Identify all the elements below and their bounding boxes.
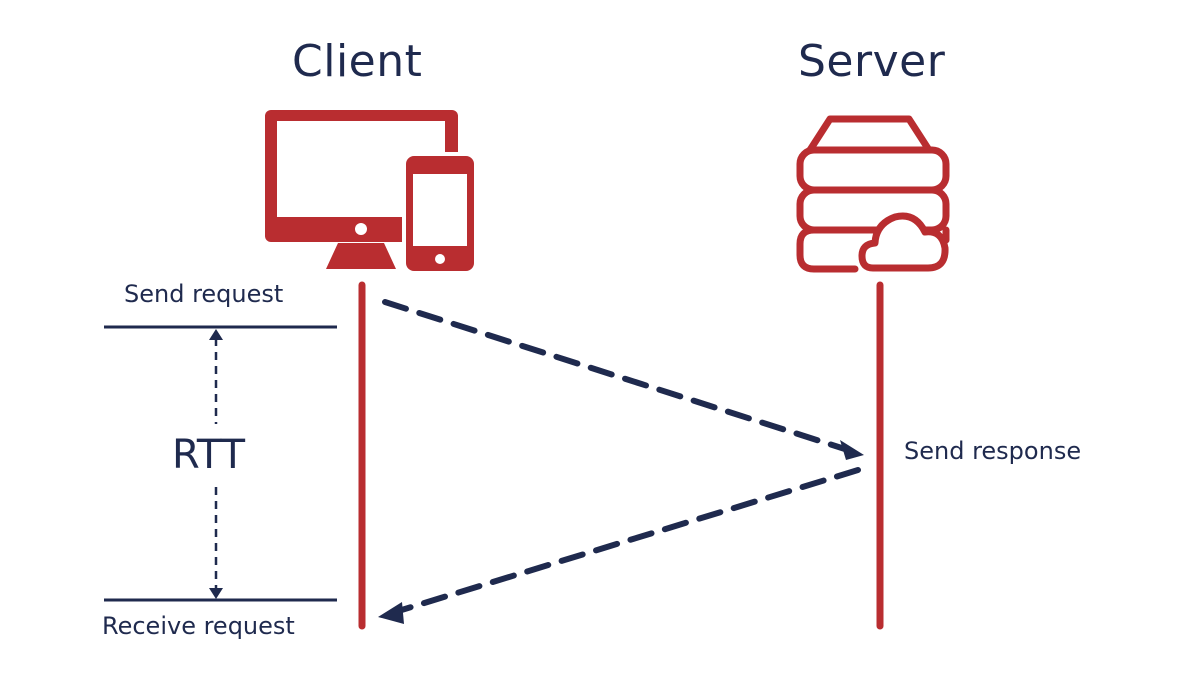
server-title: Server [798,36,946,87]
cloud-icon [858,212,949,272]
send-request-label: Send request [124,280,284,308]
phone-icon [402,152,477,274]
send-response-label: Send response [904,437,1082,465]
receive-request-label: Receive request [102,612,295,640]
response-arrow [378,467,861,624]
client-title: Client [292,36,423,87]
rtt-label: RTT [170,432,248,478]
server-icon [796,115,950,273]
rtt-arrow [209,329,223,599]
request-arrow [382,299,864,460]
